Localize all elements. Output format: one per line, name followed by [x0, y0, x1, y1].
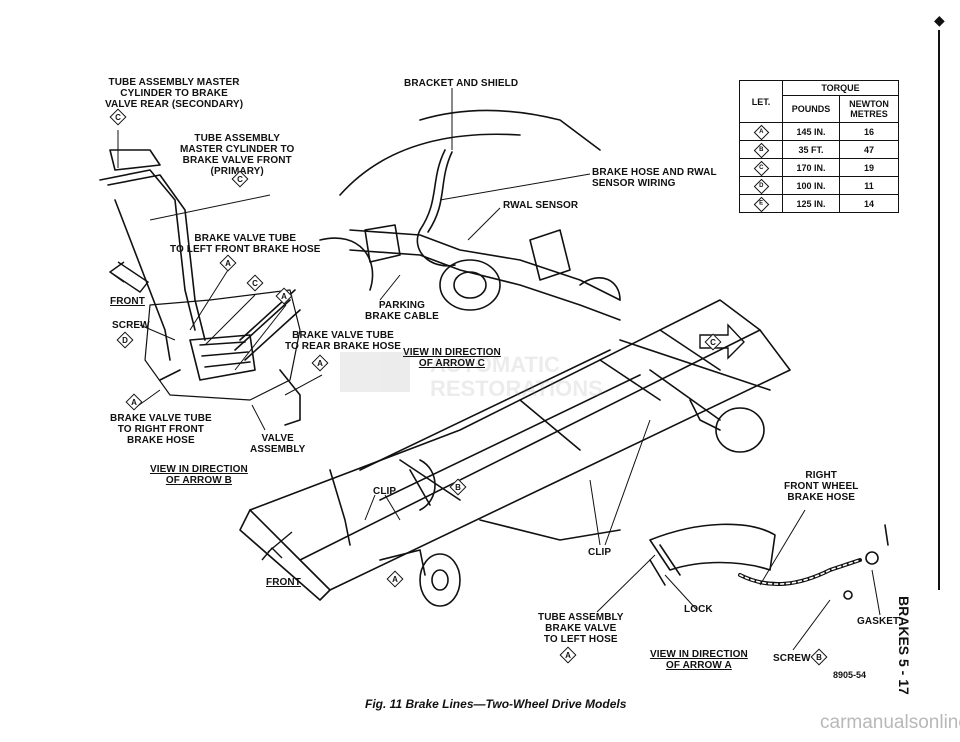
torque-tag-a: A: [313, 356, 327, 370]
label-gasket: GASKET: [857, 616, 900, 627]
torque-newton: 16: [839, 122, 899, 141]
rear-axle-drawing: [319, 109, 621, 321]
torque-tag-d: D: [118, 333, 132, 347]
label-parking-cable: PARKING BRAKE CABLE: [365, 300, 439, 322]
torque-letter-diamond: D: [753, 178, 769, 195]
torque-col-letter: LET.: [739, 80, 783, 123]
torque-row: D 100 IN. 11: [739, 176, 899, 195]
label-valve-to-rear: BRAKE VALVE TUBE TO REAR BRAKE HOSE: [285, 330, 402, 352]
torque-tag-c: C: [248, 276, 262, 290]
torque-tag-c: C: [111, 110, 125, 124]
torque-newton: 19: [839, 158, 899, 177]
label-master-to-front: TUBE ASSEMBLY MASTER CYLINDER TO BRAKE V…: [180, 133, 295, 177]
mopar-watermark-graphic: AUTOMATIC RESTORATIONS: [340, 352, 603, 401]
label-bracket-shield: BRACKET AND SHIELD: [404, 78, 519, 89]
label-rwal-sensor: RWAL SENSOR: [503, 200, 579, 211]
label-screw-top: SCREW: [112, 320, 150, 331]
svg-text:AUTOMATIC: AUTOMATIC: [430, 352, 560, 377]
torque-col-pounds: POUNDS: [781, 95, 841, 123]
label-view-arrow-c: VIEW IN DIRECTION OF ARROW C: [403, 347, 501, 369]
side-page-header: BRAKES 5 - 17: [896, 596, 912, 695]
torque-letter-diamond: C: [753, 160, 769, 177]
leader-lines: [117, 88, 881, 651]
torque-newton: 14: [839, 194, 899, 213]
label-clip-2: CLIP: [588, 547, 612, 558]
torque-pounds: 100 IN.: [781, 176, 841, 195]
label-valve-to-right-front: BRAKE VALVE TUBE TO RIGHT FRONT BRAKE HO…: [110, 413, 212, 446]
wheel-hose-drawing: [649, 523, 889, 600]
label-clip-1: CLIP: [373, 486, 397, 497]
torque-col-newton: NEWTON METRES: [839, 95, 899, 123]
torque-tag-a: A: [127, 395, 141, 409]
figure-number: 8905-54: [833, 670, 867, 680]
label-brake-hose-rwal: BRAKE HOSE AND RWAL SENSOR WIRING: [592, 167, 717, 189]
label-valve-to-left-front: BRAKE VALVE TUBE TO LEFT FRONT BRAKE HOS…: [170, 233, 321, 255]
label-view-arrow-a: VIEW IN DIRECTION OF ARROW A: [650, 649, 748, 671]
label-tube-valve-left: TUBE ASSEMBLY BRAKE VALVE TO LEFT HOSE: [538, 612, 624, 645]
torque-letter-diamond: A: [753, 124, 769, 141]
torque-col-torque: TORQUE: [782, 80, 899, 96]
torque-tag-a: A: [221, 256, 235, 270]
front-arrow-bottom: [261, 531, 293, 561]
side-rule: [938, 30, 940, 590]
watermark: carmanualsonline.info: [820, 712, 960, 733]
label-view-arrow-b: VIEW IN DIRECTION OF ARROW B: [150, 464, 248, 486]
torque-row: C 170 IN. 19: [739, 158, 899, 177]
torque-newton: 11: [839, 176, 899, 195]
label-lock: LOCK: [684, 604, 713, 615]
torque-tag-a: A: [388, 572, 402, 586]
front-arrow-top: [108, 261, 150, 293]
torque-letter-diamond: E: [753, 196, 769, 213]
arrow-c-indicator: [699, 323, 745, 360]
torque-tag-b: B: [451, 480, 465, 494]
label-screw-bottom: SCREW: [773, 653, 811, 664]
torque-tag-a: A: [561, 648, 575, 662]
label-valve-assembly: VALVE ASSEMBLY: [250, 433, 306, 455]
valve-detail-drawing: [99, 149, 301, 426]
torque-tag-a: A: [277, 289, 291, 303]
torque-letter-diamond: B: [753, 142, 769, 159]
page-corner-diamond-icon: ◆: [934, 12, 945, 28]
torque-tag-c: C: [706, 335, 720, 349]
torque-spec-table: LET. TORQUE POUNDS NEWTON METRES A 145 I…: [739, 80, 899, 213]
torque-newton: 47: [839, 140, 899, 159]
torque-pounds: 145 IN.: [781, 122, 841, 141]
torque-pounds: 125 IN.: [781, 194, 841, 213]
figure-caption: Fig. 11 Brake Lines—Two-Wheel Drive Mode…: [365, 697, 627, 711]
torque-pounds: 170 IN.: [781, 158, 841, 177]
label-front-top: FRONT: [110, 296, 145, 307]
torque-row: A 145 IN. 16: [739, 122, 899, 141]
svg-text:RESTORATIONS: RESTORATIONS: [430, 376, 603, 401]
torque-pounds: 35 FT.: [781, 140, 841, 159]
label-front-bottom: FRONT: [266, 577, 301, 588]
torque-tag-c: C: [233, 172, 247, 186]
frame-drawing: [239, 299, 791, 607]
label-master-to-rear: TUBE ASSEMBLY MASTER CYLINDER TO BRAKE V…: [105, 77, 244, 110]
torque-row: B 35 FT. 47: [739, 140, 899, 159]
label-right-front-hose: RIGHT FRONT WHEEL BRAKE HOSE: [784, 470, 859, 503]
torque-row: E 125 IN. 14: [739, 194, 899, 213]
torque-tag-b: B: [812, 650, 826, 664]
